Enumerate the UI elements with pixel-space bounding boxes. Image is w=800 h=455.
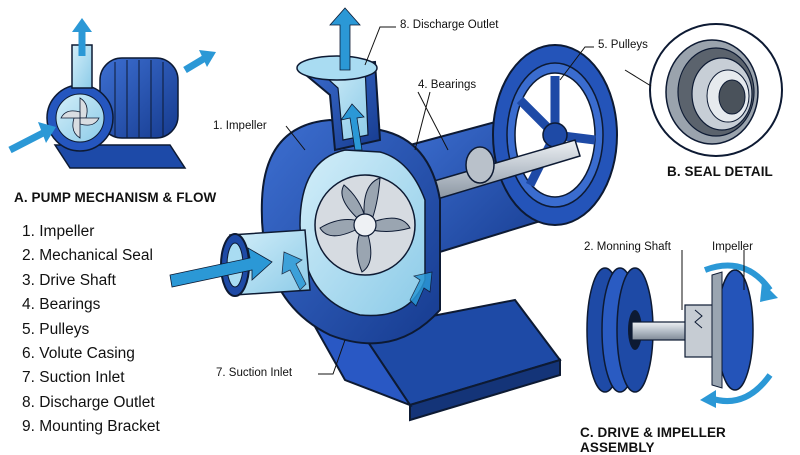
leader-lines <box>285 26 745 375</box>
impeller-shape <box>314 174 416 276</box>
section-a-title: A. PUMP MECHANISM & FLOW <box>14 190 217 205</box>
legend-item: 2. Mechanical Seal <box>22 247 153 265</box>
callout-impeller-detail: Impeller <box>712 241 753 253</box>
callout-discharge-outlet: 8. Discharge Outlet <box>400 19 499 31</box>
legend-item: 7. Suction Inlet <box>22 369 125 387</box>
legend-item: 1. Impeller <box>22 223 95 240</box>
legend-item: 4. Bearings <box>22 296 101 314</box>
legend-item: 9. Mounting Bracket <box>22 418 160 436</box>
section-b-title: B. SEAL DETAIL <box>667 164 773 179</box>
main-pump-illustration <box>169 7 618 422</box>
drive-impeller-assembly-illustration <box>586 262 778 408</box>
legend-item: 5. Pulleys <box>22 320 90 338</box>
legend-item: 3. Drive Shaft <box>22 271 116 289</box>
callout-pulleys: 5. Pulleys <box>598 39 648 51</box>
callout-impeller: 1. Impeller <box>213 120 267 132</box>
callout-bearings: 4. Bearings <box>418 79 477 91</box>
parts-legend: 1. Impeller 2. Mechanical Seal 3. Drive … <box>22 220 160 440</box>
callout-monning-shaft: 2. Monning Shaft <box>584 241 671 253</box>
legend-item: 8. Discharge Outlet <box>22 393 155 411</box>
section-c-title: C. DRIVE & IMPELLER ASSEMBLY <box>580 425 726 455</box>
seal-detail-illustration <box>624 23 783 157</box>
callout-suction-inlet: 7. Suction Inlet <box>216 367 293 379</box>
legend-item: 6. Volute Casing <box>22 345 135 363</box>
pump-mechanism-illustration <box>8 18 216 169</box>
